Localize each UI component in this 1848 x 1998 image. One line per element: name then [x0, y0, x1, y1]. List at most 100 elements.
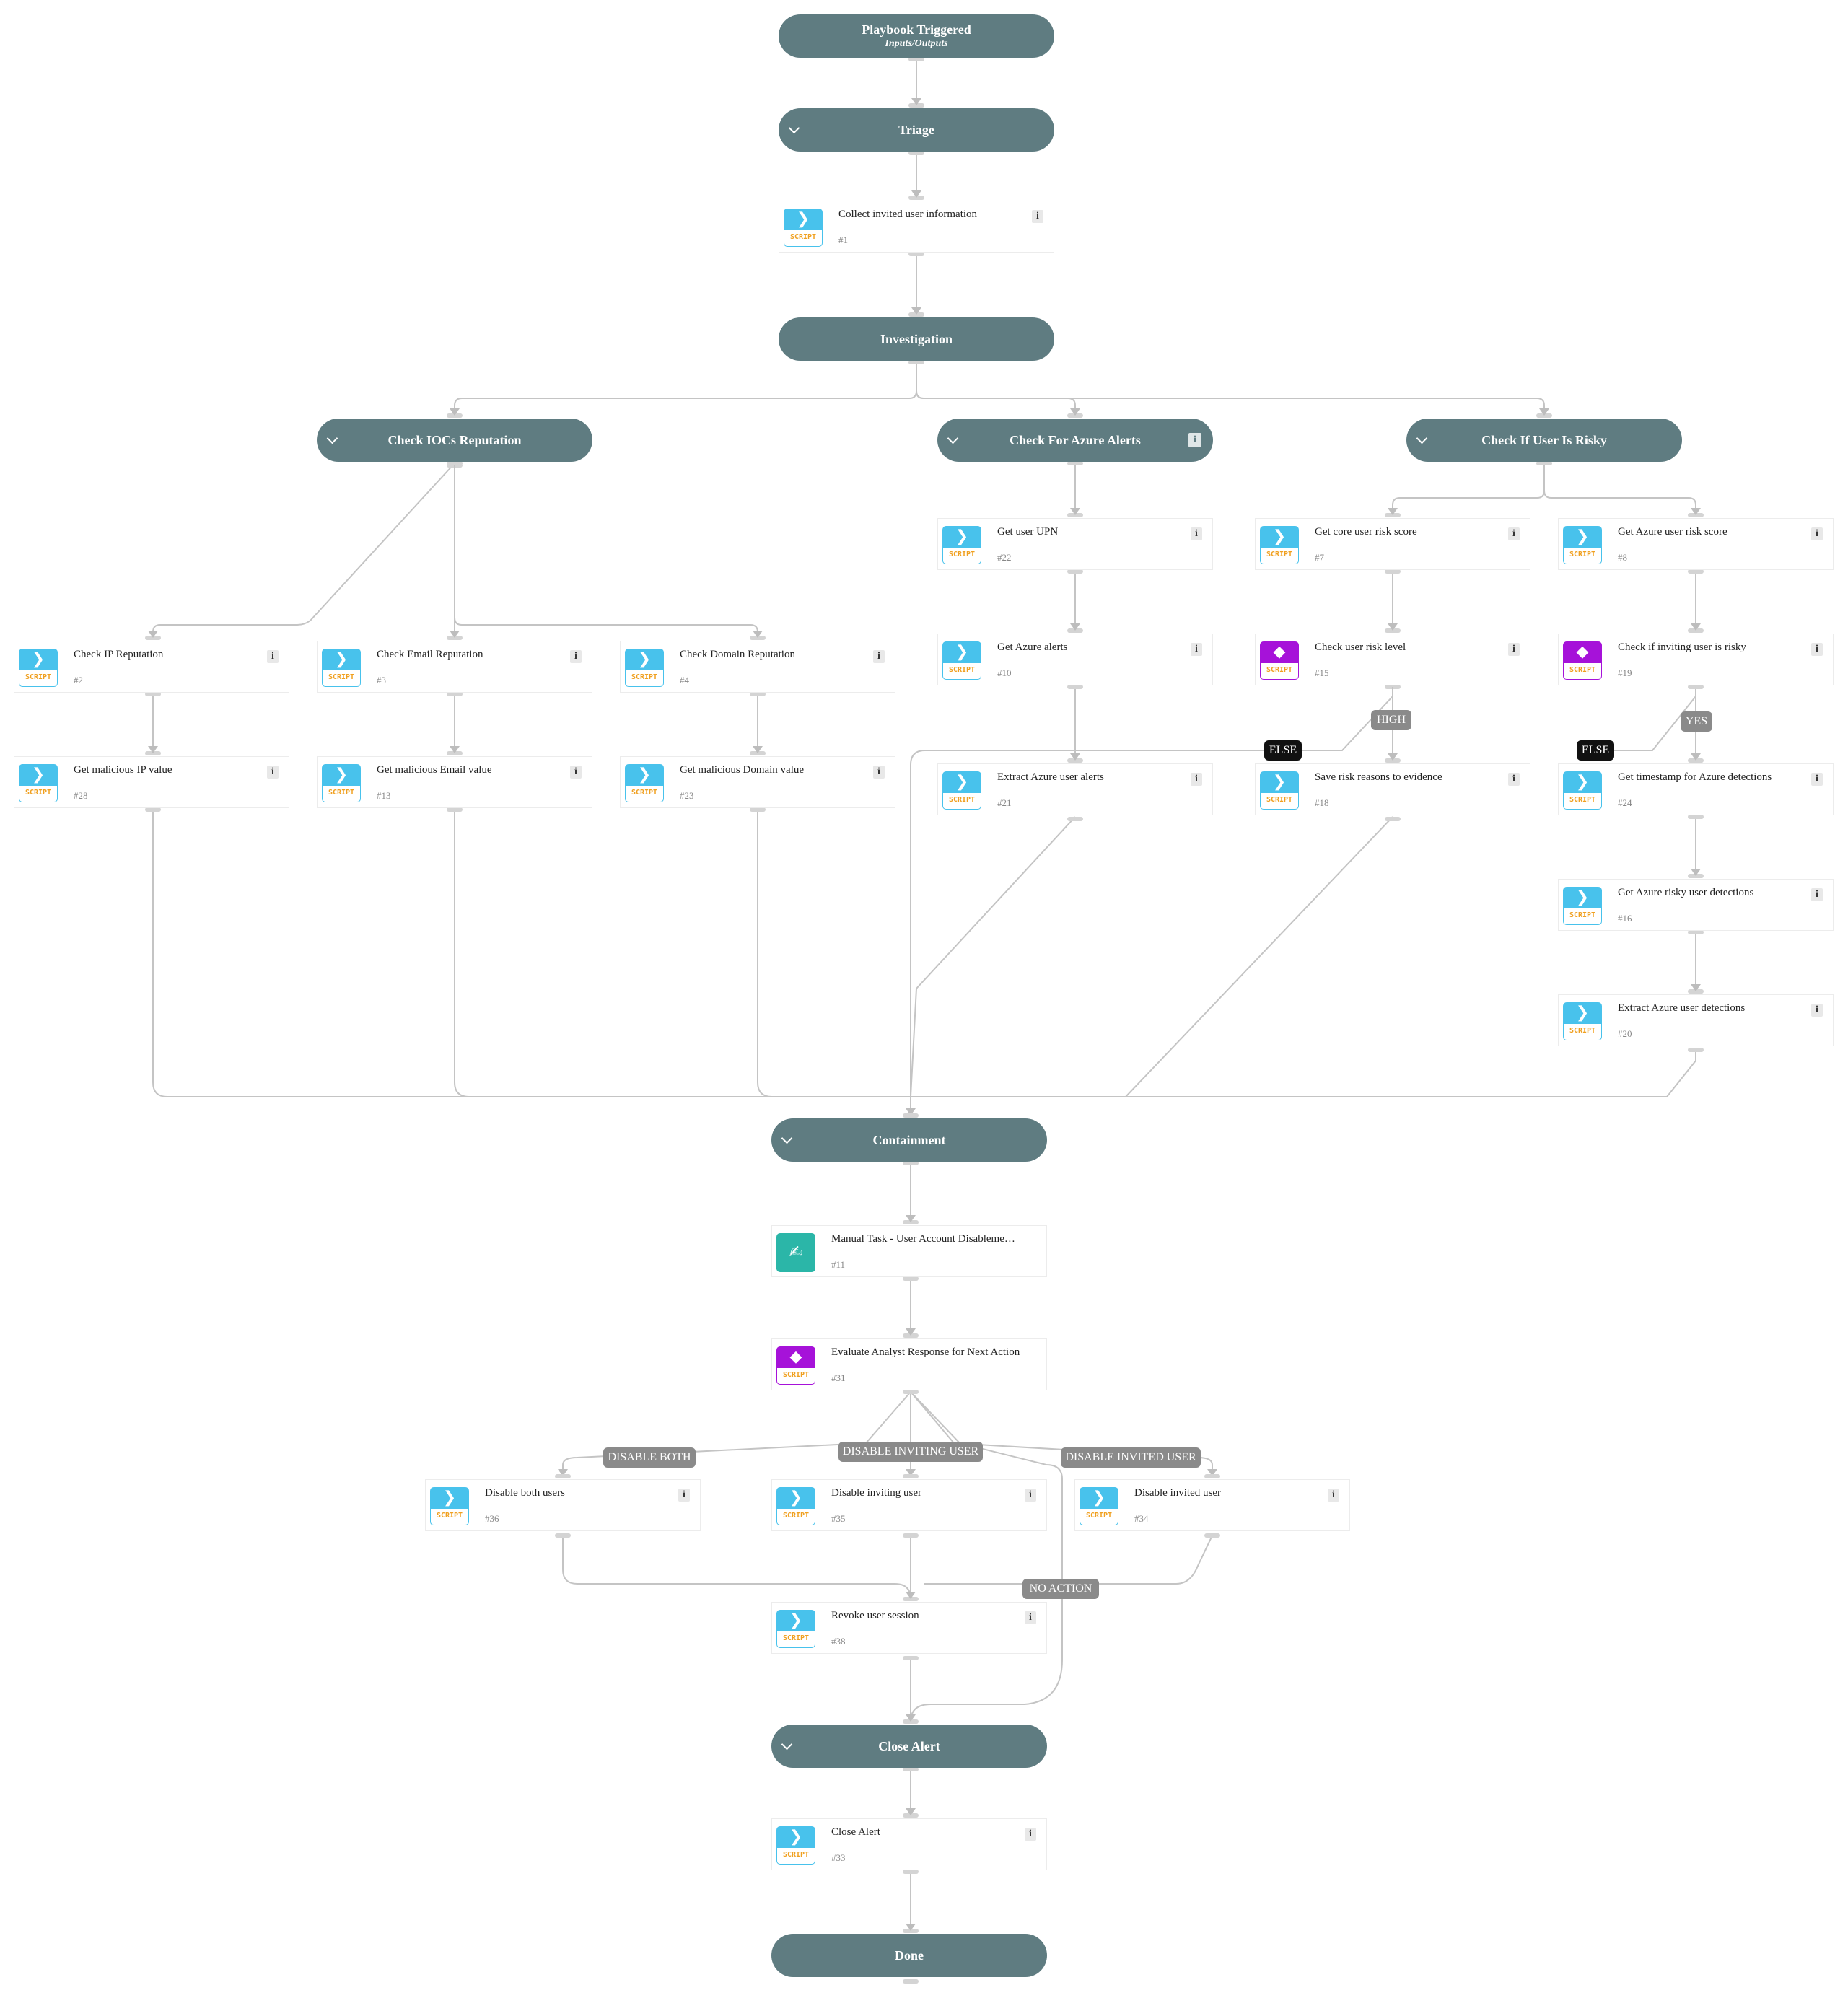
connector-port[interactable]: [903, 1767, 919, 1771]
connector-port[interactable]: [1385, 817, 1401, 821]
task-check-ip-reputation[interactable]: ❯SCRIPT Check IP Reputation #2 i: [14, 641, 289, 693]
task-disable-both-users[interactable]: ❯SCRIPT Disable both users #36 i: [425, 1479, 701, 1531]
section-close-alert[interactable]: Close Alert: [771, 1725, 1047, 1768]
connector-port[interactable]: [903, 1113, 919, 1118]
info-icon[interactable]: i: [1025, 1611, 1036, 1624]
connector-port[interactable]: [903, 1533, 919, 1538]
connector-port[interactable]: [1536, 461, 1552, 465]
connector-port[interactable]: [903, 1161, 919, 1165]
connector-port[interactable]: [447, 461, 463, 465]
info-icon[interactable]: i: [1328, 1489, 1339, 1502]
section-triage[interactable]: Triage: [779, 108, 1054, 152]
connector-port[interactable]: [908, 360, 924, 364]
info-icon[interactable]: i: [1508, 773, 1520, 786]
connector-port[interactable]: [1067, 817, 1083, 821]
task-get-user-upn[interactable]: ❯SCRIPT Get user UPN #22 i: [937, 518, 1213, 570]
task-number: #33: [831, 1852, 846, 1863]
info-icon[interactable]: i: [1025, 1828, 1036, 1841]
section-investigation[interactable]: Investigation: [779, 317, 1054, 361]
task-get-azure-alerts[interactable]: ❯SCRIPT Get Azure alerts #10 i: [937, 634, 1213, 685]
connector-port[interactable]: [1067, 685, 1083, 689]
arrow-head: [1070, 508, 1080, 515]
section-containment[interactable]: Containment: [771, 1118, 1047, 1162]
task-save-risk-reasons-to-evidence[interactable]: ❯SCRIPT Save risk reasons to evidence #1…: [1255, 763, 1530, 815]
info-icon[interactable]: i: [1025, 1489, 1036, 1502]
section-check-for-azure-alerts[interactable]: Check For Azure Alerts i: [937, 419, 1213, 462]
info-icon[interactable]: i: [1191, 527, 1202, 540]
info-icon[interactable]: i: [873, 650, 885, 663]
connector-port[interactable]: [903, 1390, 919, 1394]
info-icon[interactable]: i: [1191, 773, 1202, 786]
info-icon[interactable]: i: [1811, 643, 1823, 656]
connector-port[interactable]: [145, 692, 161, 696]
connector-port[interactable]: [447, 692, 463, 696]
info-icon[interactable]: i: [1508, 527, 1520, 540]
task-get-malicious-ip-value[interactable]: ❯SCRIPT Get malicious IP value #28 i: [14, 756, 289, 808]
info-icon[interactable]: i: [1032, 210, 1043, 223]
connector-port[interactable]: [750, 807, 766, 812]
info-icon[interactable]: i: [570, 650, 582, 663]
connector-port[interactable]: [1204, 1474, 1220, 1478]
task-close-alert[interactable]: ❯SCRIPT Close Alert #33 i: [771, 1818, 1047, 1870]
task-get-malicious-email-value[interactable]: ❯SCRIPT Get malicious Email value #13 i: [317, 756, 592, 808]
task-get-core-user-risk-score[interactable]: ❯SCRIPT Get core user risk score #7 i: [1255, 518, 1530, 570]
task-check-user-risk-level[interactable]: ◆SCRIPT Check user risk level #15 i: [1255, 634, 1530, 685]
connector-port[interactable]: [903, 1979, 919, 1984]
connector-line: [562, 1535, 911, 1600]
connector-port[interactable]: [1688, 685, 1704, 689]
task-get-azure-user-risk-score[interactable]: ❯SCRIPT Get Azure user risk score #8 i: [1558, 518, 1834, 570]
connector-port[interactable]: [1688, 815, 1704, 819]
task-get-timestamp-for-azure-detections[interactable]: ❯SCRIPT Get timestamp for Azure detectio…: [1558, 763, 1834, 815]
task-evaluate-analyst-response[interactable]: ◆SCRIPT Evaluate Analyst Response for Ne…: [771, 1338, 1047, 1390]
info-icon[interactable]: i: [267, 650, 279, 663]
info-icon[interactable]: i: [1811, 527, 1823, 540]
section-check-if-user-is-risky[interactable]: Check If User Is Risky: [1406, 419, 1682, 462]
connector-port[interactable]: [1688, 930, 1704, 934]
info-icon[interactable]: i: [873, 766, 885, 779]
task-revoke-user-session[interactable]: ❯SCRIPT Revoke user session #38 i: [771, 1602, 1047, 1654]
connector-port[interactable]: [908, 151, 924, 155]
task-check-domain-reputation[interactable]: ❯SCRIPT Check Domain Reputation #4 i: [620, 641, 895, 693]
connector-port[interactable]: [1688, 1048, 1704, 1052]
task-collect-invited-user-information[interactable]: ❯SCRIPT Collect invited user information…: [779, 201, 1054, 253]
info-icon[interactable]: i: [678, 1489, 690, 1502]
connector-port[interactable]: [903, 1474, 919, 1478]
connector-port[interactable]: [903, 1276, 919, 1281]
task-check-if-inviting-user-is-risky[interactable]: ◆SCRIPT Check if inviting user is risky …: [1558, 634, 1834, 685]
connector-port[interactable]: [908, 252, 924, 256]
task-extract-azure-user-detections[interactable]: ❯SCRIPT Extract Azure user detections #2…: [1558, 994, 1834, 1046]
connector-port[interactable]: [750, 692, 766, 696]
playbook-triggered-node[interactable]: Playbook Triggered Inputs/Outputs: [779, 14, 1054, 58]
connector-port[interactable]: [903, 1656, 919, 1660]
task-get-malicious-domain-value[interactable]: ❯SCRIPT Get malicious Domain value #23 i: [620, 756, 895, 808]
connector-port[interactable]: [1067, 569, 1083, 574]
info-icon[interactable]: i: [570, 766, 582, 779]
task-manual-user-account-disablement[interactable]: ✍ Manual Task - User Account Disablement…: [771, 1225, 1047, 1277]
connector-port[interactable]: [145, 807, 161, 812]
task-get-azure-risky-user-detections[interactable]: ❯SCRIPT Get Azure risky user detections …: [1558, 879, 1834, 931]
info-icon[interactable]: i: [1811, 888, 1823, 901]
task-extract-azure-user-alerts[interactable]: ❯SCRIPT Extract Azure user alerts #21 i: [937, 763, 1213, 815]
connector-port[interactable]: [1385, 569, 1401, 574]
info-icon[interactable]: i: [1191, 643, 1202, 656]
connector-port[interactable]: [1688, 569, 1704, 574]
info-icon[interactable]: i: [1188, 433, 1201, 447]
connector-port[interactable]: [908, 57, 924, 61]
done-node[interactable]: Done: [771, 1934, 1047, 1977]
task-check-email-reputation[interactable]: ❯SCRIPT Check Email Reputation #3 i: [317, 641, 592, 693]
info-icon[interactable]: i: [1508, 643, 1520, 656]
task-disable-inviting-user[interactable]: ❯SCRIPT Disable inviting user #35 i: [771, 1479, 1047, 1531]
connector-port[interactable]: [555, 1474, 571, 1478]
connector-line: [152, 810, 909, 1097]
info-icon[interactable]: i: [1811, 773, 1823, 786]
connector-port[interactable]: [1067, 461, 1083, 465]
connector-port[interactable]: [555, 1533, 571, 1538]
connector-port[interactable]: [1204, 1533, 1220, 1538]
connector-port[interactable]: [903, 1870, 919, 1874]
task-disable-invited-user[interactable]: ❯SCRIPT Disable invited user #34 i: [1074, 1479, 1350, 1531]
connector-port[interactable]: [447, 807, 463, 812]
section-check-iocs-reputation[interactable]: Check IOCs Reputation: [317, 419, 592, 462]
inputs-outputs-link[interactable]: Inputs/Outputs: [885, 38, 948, 49]
info-icon[interactable]: i: [1811, 1004, 1823, 1017]
info-icon[interactable]: i: [267, 766, 279, 779]
